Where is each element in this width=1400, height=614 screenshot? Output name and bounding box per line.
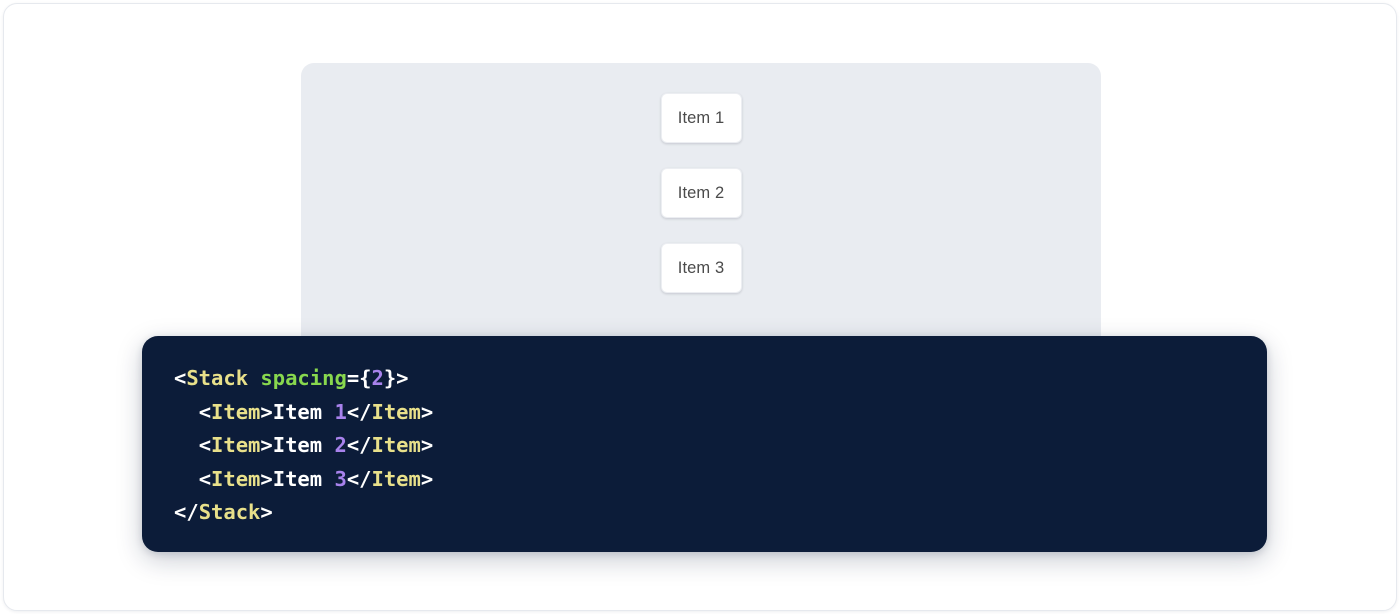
code-token-punct: }>: [383, 366, 409, 390]
code-snippet-block: <Stack spacing={2}> <Item>Item 1</Item> …: [142, 336, 1267, 552]
code-token-tag: Item: [371, 466, 421, 491]
code-token-num: 1: [334, 399, 347, 424]
code-token-tag: Stack: [186, 366, 249, 390]
code-token-punct: [248, 366, 260, 390]
code-token-punct: <: [198, 433, 212, 457]
code-token-num: 2: [334, 433, 347, 457]
code-token-num: 2: [371, 366, 384, 390]
code-token-tag: Item: [211, 466, 261, 491]
code-token-punct: >: [260, 399, 273, 424]
stack-item-label: Item 2: [677, 183, 725, 202]
code-token-attr: spacing: [260, 366, 347, 390]
code-token-text: Item: [272, 433, 335, 457]
code-line: <Stack spacing={2}>: [174, 362, 1235, 396]
code-token-punct: </: [346, 399, 372, 424]
code-token-tag: Item: [211, 433, 261, 457]
code-token-text: Item: [272, 399, 335, 424]
code-token-punct: >: [420, 433, 434, 457]
code-token-punct: </: [346, 433, 372, 457]
code-token-tag: Stack: [198, 500, 261, 524]
code-line: <Item>Item 1</Item>: [174, 396, 1235, 430]
code-token-punct: >: [260, 433, 273, 457]
stack-item[interactable]: Item 3: [660, 243, 742, 293]
code-line: <Item>Item 2</Item>: [174, 429, 1235, 463]
code-token-punct: ={: [346, 366, 372, 390]
code-token-punct: </: [174, 500, 199, 524]
stack-item[interactable]: Item 2: [660, 168, 742, 218]
code-token-tag: Item: [211, 399, 261, 424]
code-token-text: Item: [272, 466, 335, 491]
code-indent: [174, 467, 199, 491]
code-token-punct: >: [260, 500, 273, 524]
code-token-tag: Item: [371, 433, 421, 457]
code-indent: [174, 433, 199, 457]
stack-item-label: Item 3: [677, 258, 725, 277]
stack-container: Item 1 Item 2 Item 3: [301, 93, 1101, 293]
component-preview-panel: Item 1 Item 2 Item 3: [301, 63, 1101, 353]
code-line: </Stack>: [174, 496, 1235, 530]
code-token-punct: >: [420, 466, 434, 491]
code-token-tag: Item: [371, 399, 421, 424]
code-token-punct: <: [174, 366, 187, 390]
code-token-punct: <: [198, 399, 212, 424]
stack-item-label: Item 1: [677, 108, 725, 127]
stack-item[interactable]: Item 1: [660, 93, 742, 143]
code-token-punct: >: [260, 466, 273, 491]
code-line: <Item>Item 3</Item>: [174, 463, 1235, 497]
code-listing[interactable]: <Stack spacing={2}> <Item>Item 1</Item> …: [174, 362, 1235, 530]
code-token-num: 3: [334, 466, 347, 491]
code-token-punct: >: [420, 399, 434, 424]
code-token-punct: <: [198, 466, 212, 491]
code-indent: [174, 400, 199, 424]
code-token-punct: </: [346, 466, 372, 491]
